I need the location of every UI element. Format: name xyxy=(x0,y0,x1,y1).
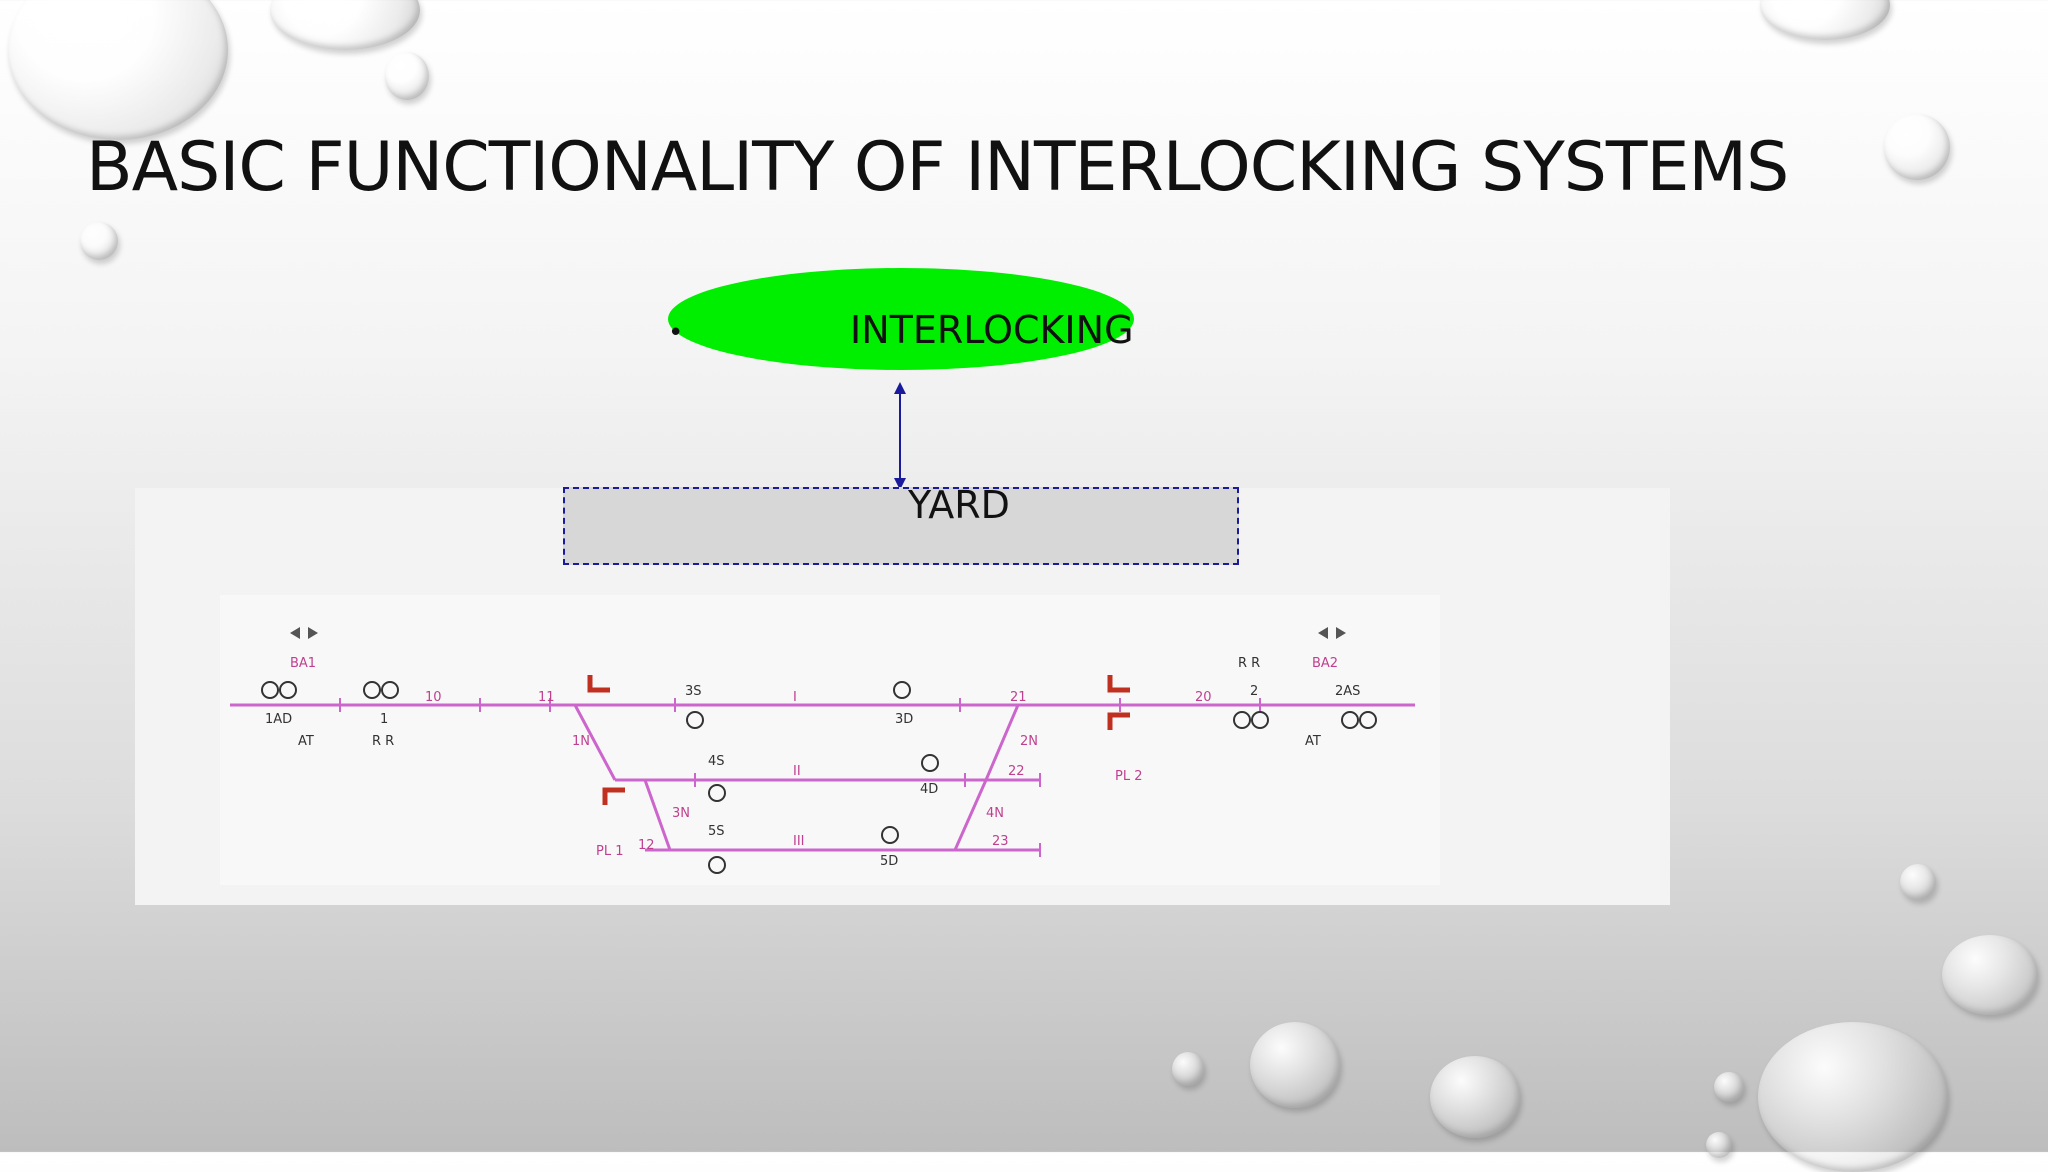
label-10: 10 xyxy=(425,690,442,705)
water-drop xyxy=(80,222,118,260)
label-pl2: PL 2 xyxy=(1115,769,1143,784)
label-11: 11 xyxy=(538,690,555,705)
label-5d: 5D xyxy=(880,854,898,869)
label-3s: 3S xyxy=(685,684,702,699)
label-1n: 1N xyxy=(572,734,590,749)
label-3d: 3D xyxy=(895,712,913,727)
label-21: 21 xyxy=(1010,690,1027,705)
label-roman-2: II xyxy=(793,764,801,779)
label-1: 1 xyxy=(380,712,388,727)
water-drop xyxy=(1884,114,1950,180)
bidirectional-arrow xyxy=(894,382,906,490)
water-drop xyxy=(1760,0,1890,40)
bullet-point: • xyxy=(668,318,684,348)
water-drop xyxy=(1758,1022,1948,1172)
label-2: 2 xyxy=(1250,684,1258,699)
slide-title: BASIC FUNCTIONALITY OF INTERLOCKING SYST… xyxy=(86,128,1789,207)
interlocking-ellipse xyxy=(668,268,1134,370)
water-drop xyxy=(270,0,420,50)
label-rr-right: R R xyxy=(1238,656,1260,671)
label-roman-3: III xyxy=(793,834,805,849)
label-at-left: AT xyxy=(298,734,314,749)
label-at-right: AT xyxy=(1305,734,1321,749)
water-drop xyxy=(1172,1052,1204,1086)
label-pl1: PL 1 xyxy=(596,844,624,859)
water-drop xyxy=(1250,1022,1340,1108)
water-drop xyxy=(1706,1132,1732,1158)
label-5s: 5S xyxy=(708,824,725,839)
label-22: 22 xyxy=(1008,764,1025,779)
track-lines xyxy=(230,703,1415,852)
label-ba1: BA1 xyxy=(290,656,316,671)
label-roman-1: I xyxy=(793,690,797,705)
label-4n: 4N xyxy=(986,806,1004,821)
label-1ad: 1AD xyxy=(265,712,292,727)
label-20: 20 xyxy=(1195,690,1212,705)
track-layout-diagram: BA1 1AD AT R R 1 10 11 3S I 3D 21 20 R R… xyxy=(220,595,1440,885)
label-rr-left: R R xyxy=(372,734,394,749)
label-3n: 3N xyxy=(672,806,690,821)
label-2n: 2N xyxy=(1020,734,1038,749)
water-drop xyxy=(1714,1072,1744,1102)
label-12: 12 xyxy=(638,838,655,853)
water-drop xyxy=(8,0,228,140)
yard-box xyxy=(563,487,1239,565)
water-drop xyxy=(1942,935,2038,1015)
water-drop xyxy=(1430,1056,1520,1138)
yard-label: YARD xyxy=(908,483,1010,527)
label-23: 23 xyxy=(992,834,1009,849)
label-4s: 4S xyxy=(708,754,725,769)
label-2as: 2AS xyxy=(1335,684,1360,699)
water-drop xyxy=(1900,864,1936,900)
water-drop xyxy=(385,52,429,100)
label-4d: 4D xyxy=(920,782,938,797)
label-ba2: BA2 xyxy=(1312,656,1338,671)
interlocking-label: INTERLOCKING xyxy=(850,308,1134,352)
